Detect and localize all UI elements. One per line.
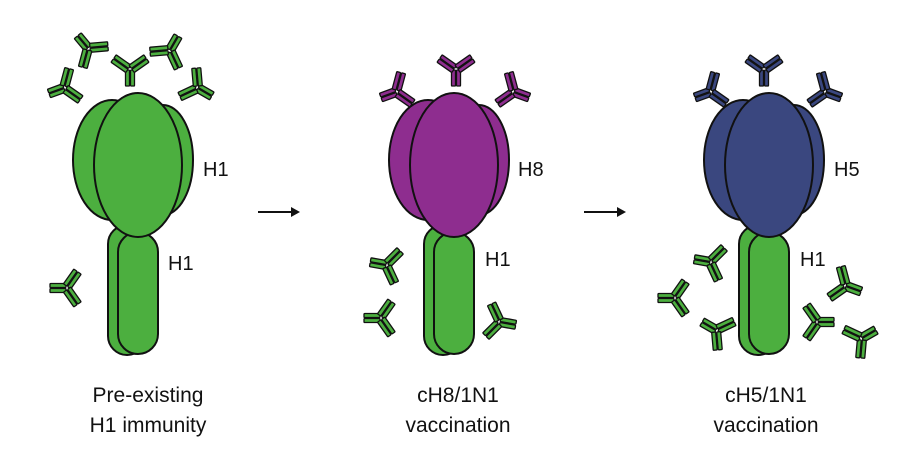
- antibody-y-icon: [481, 300, 520, 345]
- stalk: [107, 224, 159, 356]
- caption-line1: Pre-existing: [93, 384, 204, 407]
- antibody-y-icon: [436, 54, 476, 87]
- stalk-antibodies: [49, 268, 82, 308]
- right-arrow-icon: [258, 207, 300, 217]
- antibody-y-icon: [802, 302, 835, 342]
- stalk-label: H1: [485, 249, 511, 271]
- panel-preexisting-immunity: H1 H1 Pre-existing H1 immunity: [41, 22, 229, 437]
- antibody-y-icon: [492, 68, 537, 116]
- antibody-y-icon: [692, 304, 740, 355]
- head: [703, 92, 825, 238]
- antibody-y-icon: [363, 298, 396, 338]
- antibody-y-icon: [657, 278, 690, 318]
- head: [72, 92, 194, 238]
- stalk-label: H1: [800, 249, 826, 271]
- antibody-y-icon: [804, 68, 849, 116]
- head: [388, 92, 510, 238]
- hemagglutinin-molecule: [388, 92, 510, 356]
- head-label: H1: [203, 159, 229, 181]
- stalk: [738, 224, 790, 356]
- antibody-y-icon: [110, 54, 150, 87]
- head-label: H8: [518, 159, 544, 181]
- stalk-label: H1: [168, 253, 194, 275]
- antibody-y-icon: [41, 64, 86, 112]
- caption-line2: vaccination: [405, 414, 510, 437]
- antibody-y-icon: [174, 63, 222, 114]
- caption-line2: vaccination: [713, 414, 818, 437]
- antibody-y-icon: [744, 54, 784, 87]
- antibody-y-icon: [690, 239, 729, 284]
- head-label: H5: [834, 159, 860, 181]
- antibody-y-icon: [838, 312, 886, 363]
- antibody-y-icon: [366, 242, 405, 287]
- caption-line1: cH8/1N1: [417, 384, 499, 407]
- antibody-y-icon: [824, 262, 869, 310]
- right-arrow-icon: [584, 207, 626, 217]
- antibody-y-icon: [49, 268, 82, 308]
- hemagglutinin-molecule: [703, 92, 825, 356]
- caption-line2: H1 immunity: [90, 414, 207, 437]
- panel-ch8-vaccination: H8 H1 cH8/1N1 vaccination: [363, 54, 544, 437]
- stalk: [423, 224, 475, 356]
- antibody-y-icon: [145, 26, 196, 74]
- antibody-y-icon: [62, 22, 113, 73]
- caption-line1: cH5/1N1: [725, 384, 807, 407]
- panel-ch5-vaccination: H5 H1 cH5/1N1 vaccination: [657, 54, 886, 437]
- hemagglutinin-molecule: [72, 92, 194, 356]
